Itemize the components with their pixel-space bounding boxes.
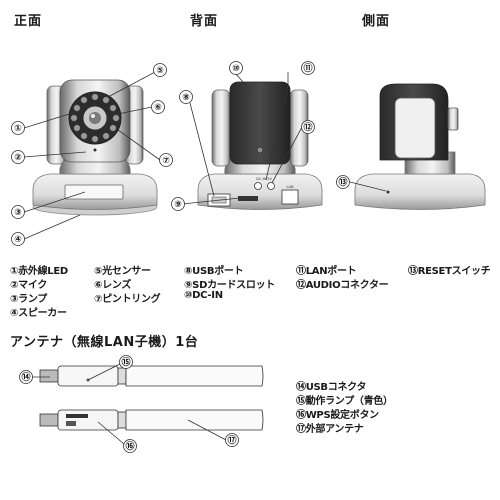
ir-led-ring [70,93,120,143]
antenna-section-title: アンテナ（無線LAN子機）1台 [10,335,199,350]
legend-audio-connector: ⑫AUDIOコネクター [296,280,389,291]
legend-external-antenna: ⑰外部アンテナ [296,424,364,435]
front-view-title: 正面 [14,14,43,29]
antenna-upper [39,365,264,387]
legend-lens: ⑥レンズ [94,280,132,291]
dc-in-label: DC-IN 5V [256,177,272,181]
antenna-lower [39,409,264,431]
callout-9: ⑨ [174,200,182,210]
callout-17: ⑰ [227,434,236,446]
legend-light-sensor: ⑤光センサー [94,266,151,277]
back-camera: LAN DC-IN 5V [197,81,323,210]
legend-speaker: ④スピーカー [10,308,67,319]
callout-10: ⑩ [232,64,240,74]
front-label-panel [64,184,124,200]
callout-14: ⑭ [21,371,30,383]
reset-switch [386,190,390,194]
lan-port-label: LAN [286,185,293,189]
sd-slot [238,196,258,201]
callout-6: ⑥ [154,103,162,113]
legend-dc-in: ⑩DC-IN [184,290,223,301]
callout-13: ⑬ [338,176,347,188]
legend-sd-slot: ⑨SDカードスロット [184,280,275,291]
side-camera [354,83,486,210]
legend-ir-led: ①赤外線LED [10,266,68,277]
callout-2: ② [14,153,22,163]
callout-5: ⑤ [156,66,164,76]
callout-7: ⑦ [162,156,170,166]
legend-focus-ring: ⑦ピントリング [94,294,161,305]
callout-8: ⑧ [182,93,190,103]
side-view-title: 側面 [362,14,391,29]
mic-hole [93,148,97,152]
legend-reset-switch: ⑬RESETスイッチ [408,266,491,277]
callout-1: ① [14,124,22,134]
legend-usb-port: ⑧USBポート [184,266,244,277]
callout-11: ⑪ [303,62,312,74]
legend-activity-lamp: ⑮動作ランプ（青色） [296,396,393,407]
callout-3: ③ [14,208,22,218]
legend-lan-port: ⑪LANポート [296,266,357,277]
lan-port [281,189,299,205]
callout-4: ④ [14,235,22,245]
callout-15: ⑮ [121,356,130,368]
front-camera [32,79,158,216]
callout-16: ⑯ [125,440,134,452]
legend-mic: ②マイク [10,280,48,291]
legend-lamp: ③ランプ [10,294,47,305]
legend-usb-connector: ⑭USBコネクタ [296,382,367,393]
back-view-title: 背面 [190,14,219,29]
callout-12: ⑫ [303,121,312,133]
legend-wps-button: ⑯WPS設定ボタン [296,410,379,421]
